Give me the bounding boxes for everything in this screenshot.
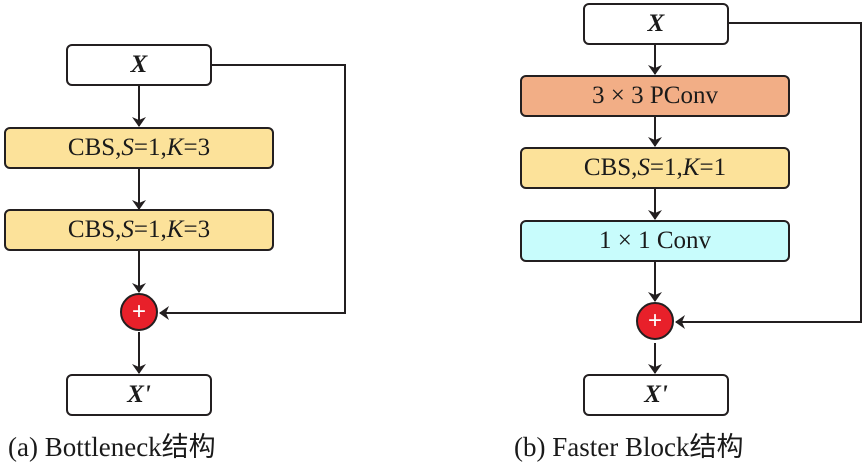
output-label: X' xyxy=(127,381,151,408)
faster-output-box: X' xyxy=(583,374,729,416)
bottleneck-caption: (a) Bottleneck结构 xyxy=(8,432,216,462)
conv-block: 1 × 1 Conv xyxy=(520,220,790,262)
output-label: X' xyxy=(644,381,668,408)
pconv-block: 3 × 3 PConv xyxy=(520,75,790,117)
skip-connection-b xyxy=(675,22,862,329)
faster-input-box: X xyxy=(583,3,729,45)
faster-cbs-block: CBS,S=1,K=1 xyxy=(520,147,790,189)
input-label: X xyxy=(130,51,148,78)
plus-icon: + xyxy=(647,307,662,334)
bottleneck-cbs-block-2: CBS,S=1,K=3 xyxy=(4,209,274,251)
input-label: X xyxy=(647,10,665,37)
add-node-icon: + xyxy=(636,302,674,340)
block-label: CBS,S=1,K=3 xyxy=(67,216,211,243)
faster-block-caption: (b) Faster Block结构 xyxy=(514,432,744,462)
block-label: CBS,S=1,K=3 xyxy=(67,134,211,161)
block-label: CBS,S=1,K=1 xyxy=(583,154,727,181)
block-label: 1 × 1 Conv xyxy=(598,227,712,254)
bottleneck-output-box: X' xyxy=(66,374,212,416)
bottleneck-cbs-block-1: CBS,S=1,K=3 xyxy=(4,127,274,169)
bottleneck-input-box: X xyxy=(66,44,212,86)
skip-connection-a xyxy=(159,64,346,320)
add-node-icon: + xyxy=(120,293,158,331)
block-label: 3 × 3 PConv xyxy=(592,82,718,109)
plus-icon: + xyxy=(131,298,146,325)
